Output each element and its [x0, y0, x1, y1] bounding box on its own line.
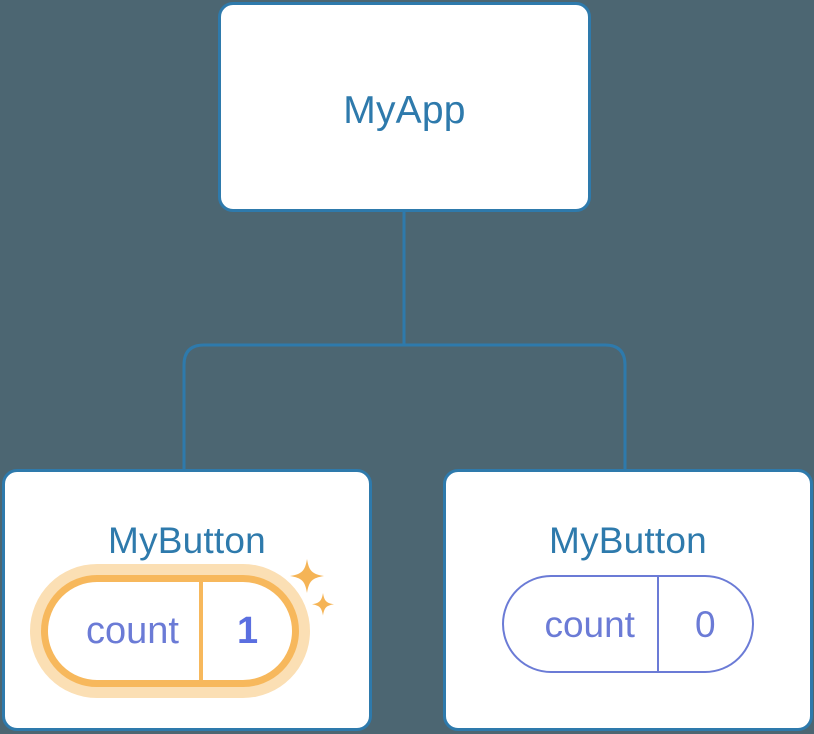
state-chip-count-highlighted[interactable]: count 1 [41, 575, 300, 687]
component-card-myapp[interactable]: MyApp [218, 2, 591, 212]
component-card-mybutton-right[interactable]: MyButton count 0 [443, 469, 813, 731]
connector-branch-right [404, 343, 627, 469]
state-chip-divider [656, 577, 659, 671]
connector-branch-left [182, 343, 404, 469]
sparkle-icon [290, 559, 325, 593]
state-chip-value: 0 [694, 603, 716, 645]
state-chip-label: count [86, 610, 179, 652]
state-chip-container: count 0 [446, 575, 810, 673]
state-chip-area: count 0 [502, 575, 754, 673]
sparkle-icon [312, 593, 335, 616]
state-chip-divider [198, 582, 203, 680]
state-chip-area: count 1 [41, 559, 335, 687]
state-chip-label: count [544, 603, 635, 645]
component-title: MyButton [108, 520, 266, 561]
component-title: MyButton [549, 520, 707, 561]
component-card-mybutton-left[interactable]: MyButton count 1 [2, 469, 372, 731]
state-chip-value: 1 [236, 610, 259, 652]
component-title: MyApp [343, 89, 466, 132]
state-chip-container: count 1 [5, 559, 405, 687]
state-chip-count[interactable]: count 0 [502, 575, 754, 673]
